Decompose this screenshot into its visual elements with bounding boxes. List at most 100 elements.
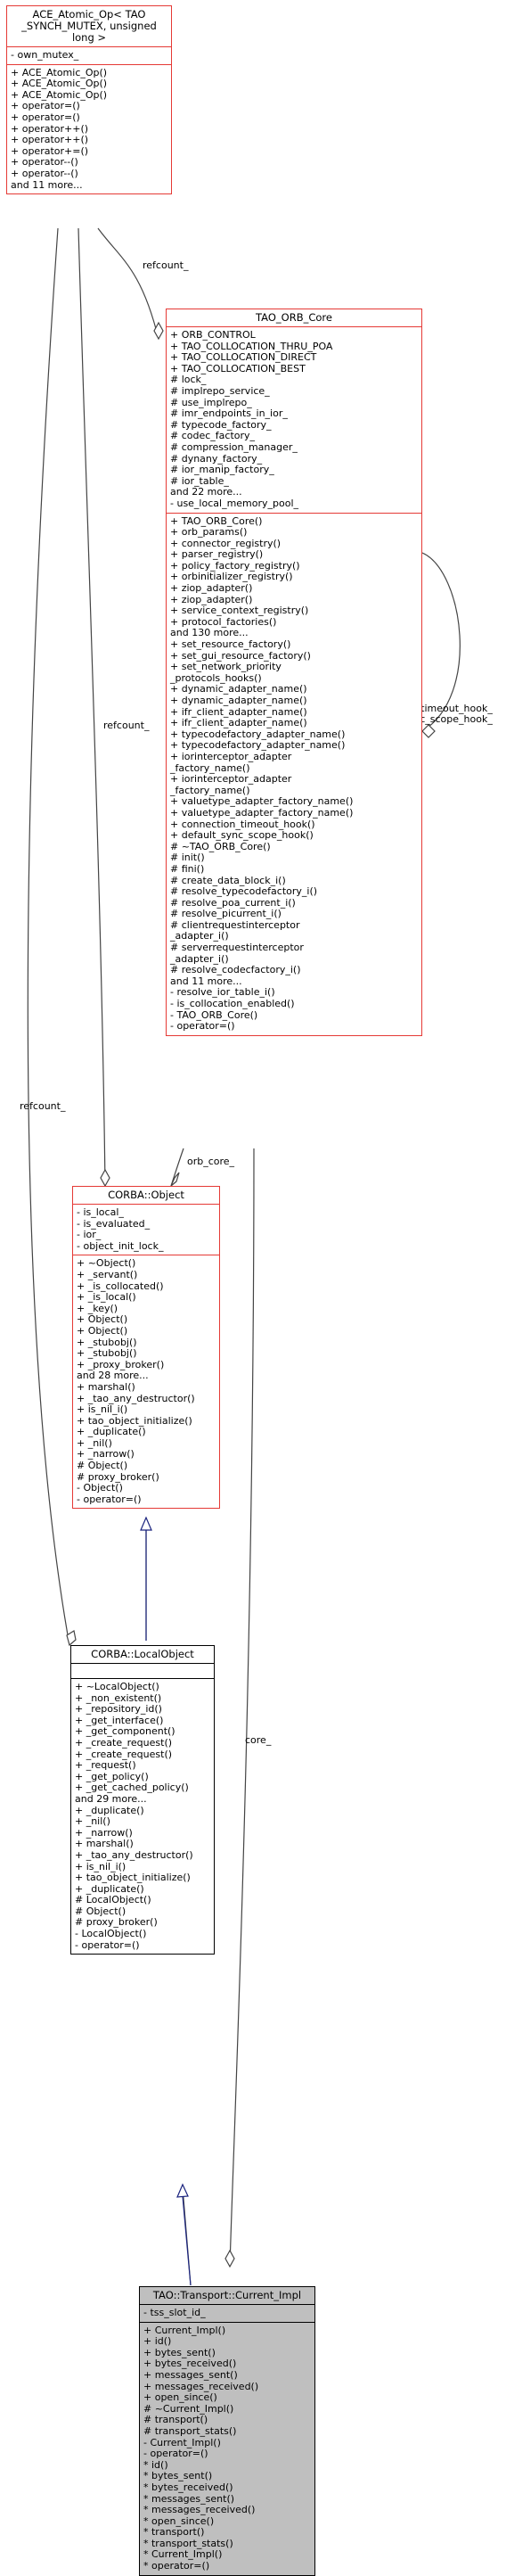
attribute-item: + TAO_COLLOCATION_THRU_POA [170,340,333,352]
operation-item: # Object() [75,1905,126,1917]
attribute-item: - ior_ [77,1229,102,1241]
operation-item: + set_gui_resource_factory() [170,649,311,662]
attribute-item: - use_local_memory_pool_ [170,497,299,509]
operations-section: + ACE_Atomic_Op()+ ACE_Atomic_Op()+ ACE_… [7,63,171,194]
operation-item: * bytes_sent() [143,2470,213,2482]
class-box-tao-orb-core[interactable]: TAO_ORB_Core+ ORB_CONTROL+ TAO_COLLOCATI… [166,309,422,1036]
class-title: ACE_Atomic_Op< TAO _SYNCH_MUTEX, unsigne… [7,6,171,47]
operation-item: + Object() [77,1313,128,1326]
attribute-item: + ORB_CONTROL [170,329,256,341]
operation-item: + _get_component() [75,1725,175,1738]
operation-item: + iorinterceptor_adapter _factory_name() [170,750,292,774]
operation-item: + operator++() [11,122,89,135]
operation-item: + protocol_factories() [170,615,277,628]
operation-item: + operator+=() [11,144,89,157]
operation-item: + _repository_id() [75,1703,162,1716]
operation-item: # resolve_poa_current_i() [170,896,296,909]
operation-item: + _is_collocated() [77,1280,164,1292]
operation-item: + connector_registry() [170,537,282,549]
attributes-section: - own_mutex_ [7,47,171,64]
operation-item: + operator--() [11,156,78,169]
attribute-item: # dynany_factory_ [170,452,263,465]
operation-item: # transport_stats() [143,2424,237,2437]
operation-item: + operator=() [11,111,80,123]
inherit-arrow-object [140,1516,152,1531]
operation-item: - operator=() [77,1493,142,1505]
operation-item: + orb_params() [170,526,248,539]
operation-item: * bytes_received() [143,2481,233,2493]
attribute-item: - object_init_lock_ [77,1239,164,1252]
operation-item: + _stubobj() [77,1347,137,1360]
operation-item: - operator=() [170,1020,235,1033]
operation-item: + policy_factory_registry() [170,559,300,572]
class-box-ace-atomic-op[interactable]: ACE_Atomic_Op< TAO _SYNCH_MUTEX, unsigne… [6,5,172,195]
operation-item: + _nil() [77,1436,112,1449]
attribute-item: # codec_factory_ [170,430,256,442]
operation-item: * id() [143,2458,168,2471]
operation-item: + _get_interface() [75,1714,164,1726]
operation-item: + marshal() [75,1838,134,1850]
attribute-item: + TAO_COLLOCATION_DIRECT [170,351,317,364]
operation-item: + operator++() [11,134,89,146]
operation-item: # transport() [143,2414,208,2426]
operation-item: + _proxy_broker() [77,1358,165,1370]
operation-item: + is_nil_i() [77,1403,128,1416]
operation-item: - is_collocation_enabled() [170,998,295,1010]
operation-item: + _get_policy() [75,1770,149,1782]
edge-refcount-localobject [27,227,70,1646]
class-box-corba-object[interactable]: CORBA::Object- is_local_- is_evaluated_-… [72,1186,220,1510]
operation-item: + ~Object() [77,1257,136,1270]
class-box-corba-localobject[interactable]: CORBA::LocalObject+ ~LocalObject()+ _non… [70,1645,215,1955]
operation-item: - operator=() [75,1938,140,1951]
operation-item: + _duplicate() [75,1804,144,1816]
edge-timeout-hook-loop [421,552,461,732]
attribute-item: # ior_table_ [170,474,229,487]
operation-item: # resolve_codecfactory_i() [170,964,301,976]
operation-item: + _nil() [75,1815,110,1828]
operation-item: + _duplicate() [77,1426,146,1438]
operation-item: + id() [143,2335,172,2348]
operation-item: # clientrequestinterceptor _adapter_i() [170,918,300,942]
operation-item: # create_data_block_i() [170,874,286,886]
operation-item: + service_context_registry() [170,605,309,617]
edge-label-orb-core: orb_core_ [187,1156,235,1167]
edge-refcount-orbcore [97,227,159,340]
operation-item: # proxy_broker() [75,1916,158,1929]
attribute-item: - is_local_ [77,1206,124,1218]
edge-core [229,1148,255,2267]
operation-item: # proxy_broker() [77,1470,159,1483]
operation-item: + ziop_adapter() [170,593,253,605]
attribute-item: # imr_endpoints_in_ior_ [170,407,288,420]
operation-item: + set_network_priority _protocols_hooks(… [170,661,282,684]
class-title: TAO::Transport::Current_Impl [140,2287,314,2305]
operation-item: # fini() [170,862,205,875]
operation-item: + dynamic_adapter_name() [170,683,307,695]
operation-item: + ifr_client_adapter_name() [170,717,307,729]
operation-item: + default_sync_scope_hook() [170,829,314,842]
diamond-orb-core [170,1172,180,1187]
operation-item: + bytes_received() [143,2358,237,2370]
class-box-current-impl[interactable]: TAO::Transport::Current_Impl- tss_slot_i… [139,2286,315,2576]
operation-item: - Object() [77,1482,123,1494]
operation-item: # resolve_picurrent_i() [170,908,282,920]
operation-item: + _create_request() [75,1748,173,1760]
operation-item: + marshal() [77,1380,135,1393]
operations-section: + ~Object()+ _servant()+ _is_collocated(… [73,1255,219,1508]
diamond-core [224,2249,235,2268]
operation-item: and 29 more... [75,1792,147,1805]
attribute-item: - tss_slot_id_ [143,2307,206,2318]
operation-item: + typecodefactory_adapter_name() [170,739,346,752]
attribute-item: # lock_ [170,374,207,386]
operation-item: + TAO_ORB_Core() [170,514,263,527]
operation-item: + messages_sent() [143,2368,238,2381]
operations-section: + Current_Impl()+ id()+ bytes_sent()+ by… [140,2321,314,2575]
operation-item: + ACE_Atomic_Op() [11,88,108,101]
operation-item: - Current_Impl() [143,2436,221,2448]
operation-item: # ~Current_Impl() [143,2402,234,2415]
operation-item: + _tao_any_destructor() [77,1392,195,1404]
operation-item: and 130 more... [170,627,249,639]
operation-item: - LocalObject() [75,1928,147,1940]
operation-item: + ~LocalObject() [75,1681,159,1692]
operation-item: + messages_received() [143,2380,259,2392]
edge-refcount-object [78,227,106,1187]
